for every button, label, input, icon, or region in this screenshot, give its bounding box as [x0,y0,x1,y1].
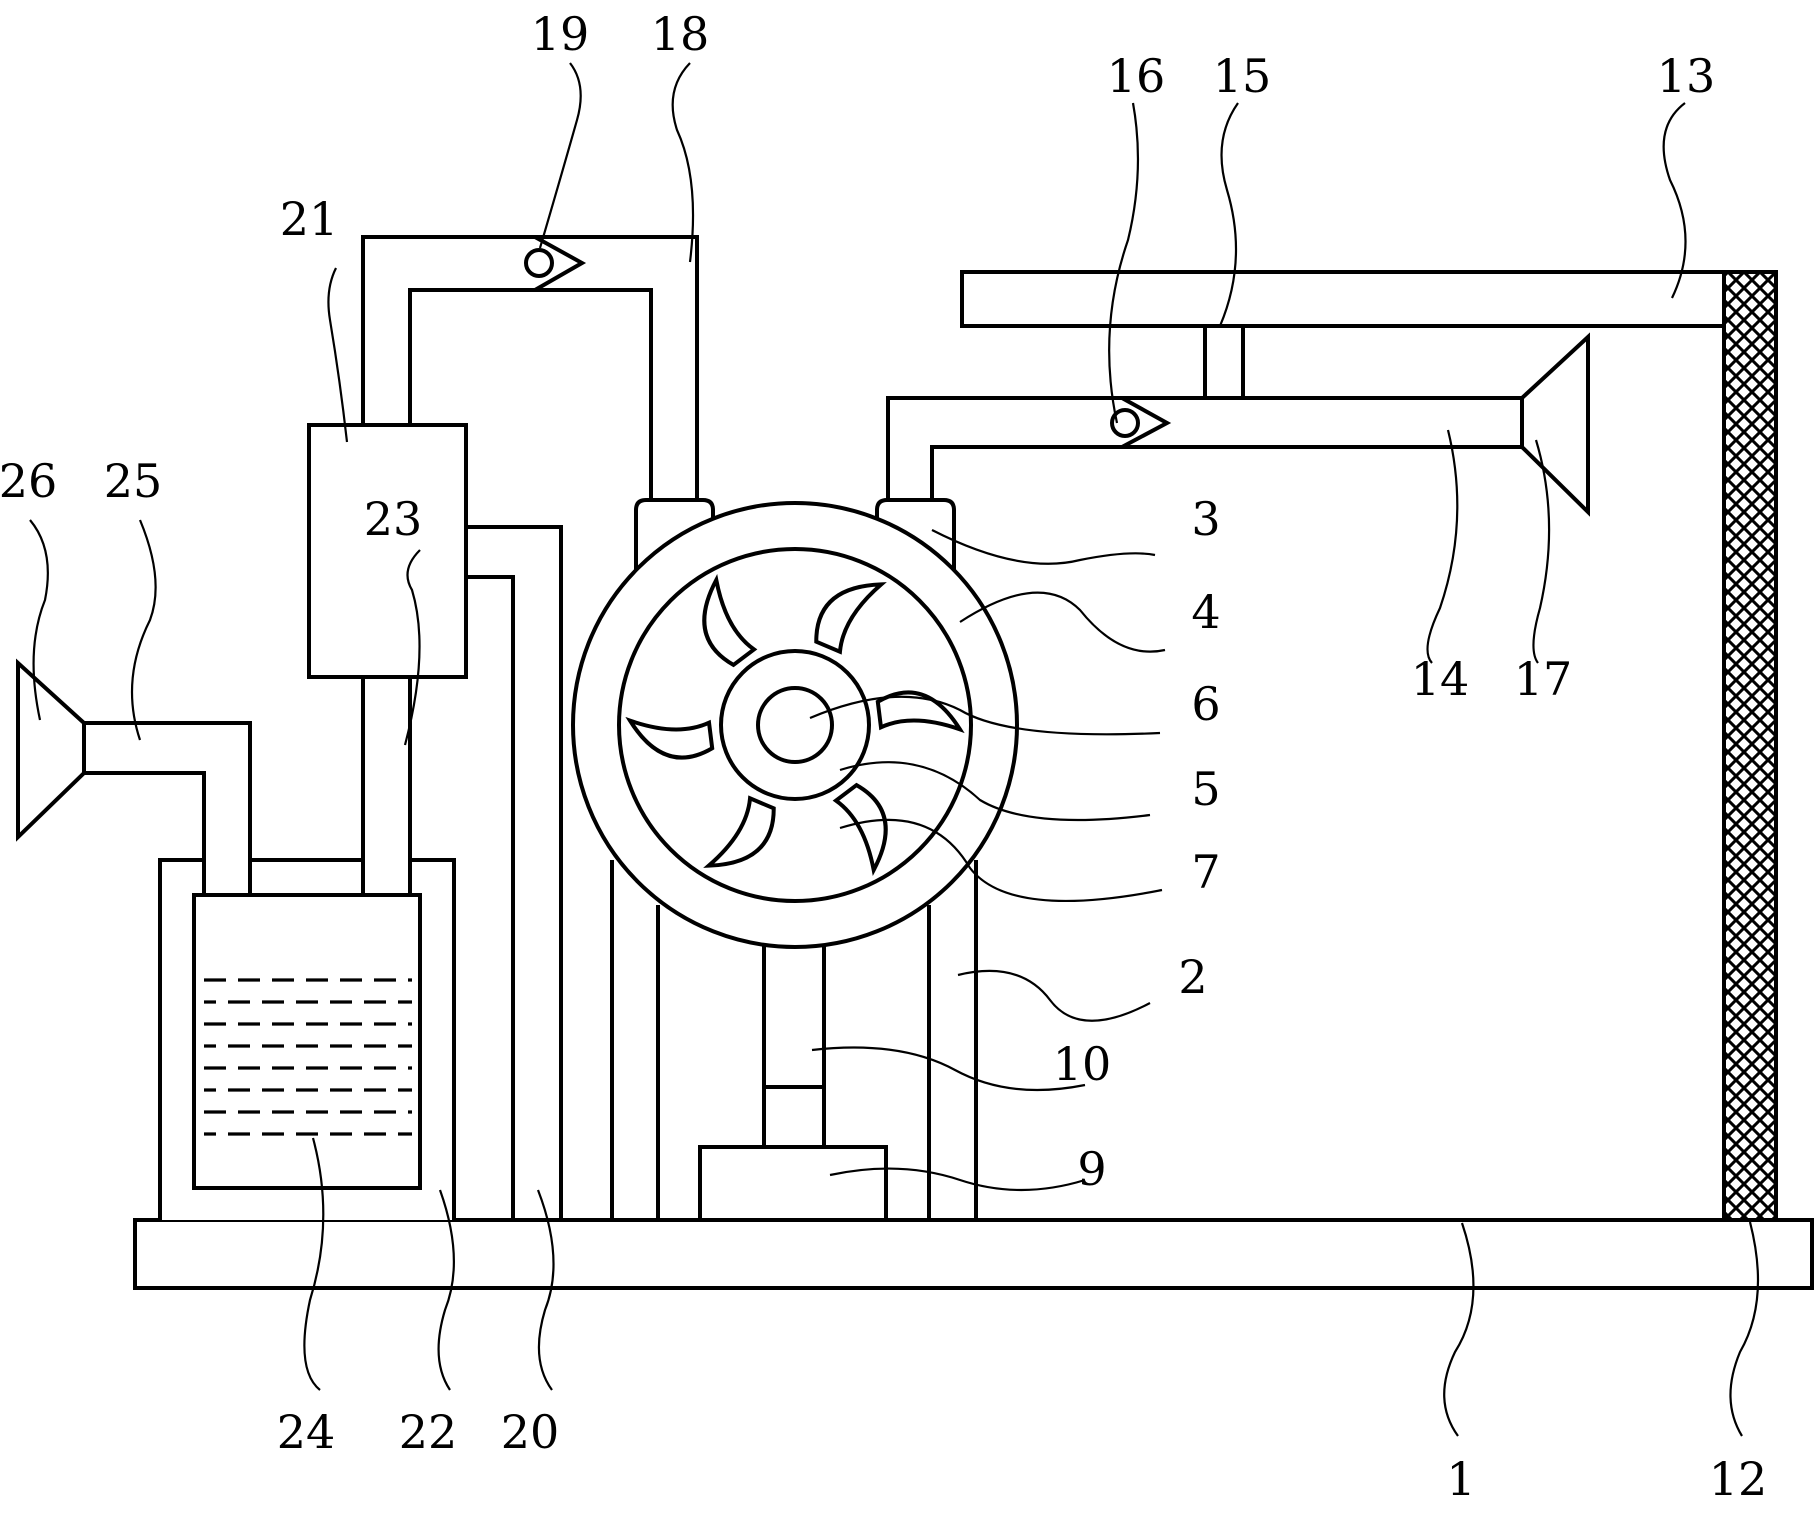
label-4: 4 [1191,585,1220,639]
right-nozzle [1520,332,1590,517]
impeller-blade [625,716,715,760]
center-shaft [756,686,834,764]
liquid-container [192,893,422,1190]
label-7: 7 [1191,845,1220,899]
impeller-blade [702,574,758,668]
label-16: 16 [1107,49,1166,103]
liquid-surface [204,978,412,1136]
label-23: 23 [364,492,423,546]
base-plate [133,1218,1814,1290]
mesh-wall [1722,270,1778,1222]
label-25: 25 [104,454,163,508]
label-20: 20 [501,1405,560,1459]
impeller-blade [875,690,965,734]
label-18: 18 [651,7,710,61]
label-10: 10 [1053,1037,1112,1091]
impeller-blades [625,574,965,876]
impeller-blade [832,782,888,876]
label-1: 1 [1446,1452,1475,1506]
label-3: 3 [1191,492,1220,546]
label-13: 13 [1657,49,1716,103]
impeller-blade [814,582,887,655]
supply-pipe [466,525,563,1220]
label-9: 9 [1077,1142,1106,1196]
tank-box [307,423,468,679]
connecting-pipe [361,675,412,897]
label-12: 12 [1709,1452,1768,1506]
label-6: 6 [1191,677,1220,731]
label-24: 24 [277,1405,336,1459]
label-5: 5 [1191,762,1220,816]
top-bar [960,270,1726,328]
check-valve-top [524,235,587,292]
label-21: 21 [280,192,339,246]
label-15: 15 [1213,49,1272,103]
motor [698,1145,888,1222]
check-valve-right [1110,396,1172,449]
left-nozzle [16,658,86,842]
leader-lines [29,62,1760,1437]
label-26: 26 [0,454,57,508]
motor-shaft [762,1085,826,1149]
label-17: 17 [1514,652,1573,706]
outlet-pipe [886,396,1524,502]
shaft-column [762,938,826,1089]
label-19: 19 [531,7,590,61]
impeller-blade [703,795,776,868]
supply-pipe-inner [466,575,515,1220]
part-labels: 1 12 13 15 16 14 17 18 19 21 23 25 26 3 … [0,7,1767,1506]
label-14: 14 [1411,652,1470,706]
support-post [1203,324,1245,400]
label-22: 22 [399,1405,458,1459]
label-2: 2 [1178,950,1207,1004]
